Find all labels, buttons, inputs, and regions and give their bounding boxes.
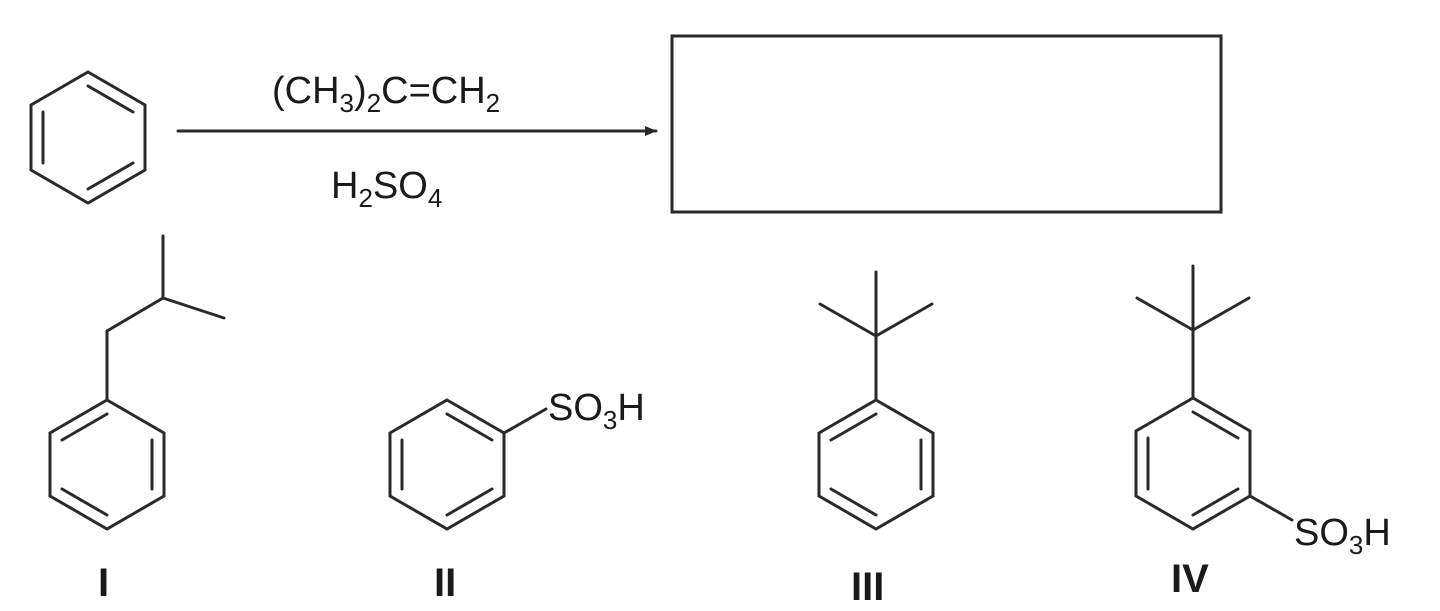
reagent-below-arrow: H2SO4 [331,165,442,213]
reagent-above-arrow: (CH3)2C=CH2 [272,70,500,118]
structure-III-tert-butylbenzene [817,270,935,531]
label-IV: IV [1171,557,1209,601]
product-answer-box[interactable] [670,34,1223,214]
label-II: II [434,561,456,605]
structure-I-isobutylbenzene [48,234,226,531]
so3h-group-II: SO3H [548,387,645,435]
label-I: I [98,561,109,605]
structure-IV-tert-butyl-benzenesulfonic-acid [1134,264,1294,531]
label-III: III [851,565,884,609]
so3h-group-IV: SO3H [1294,512,1391,560]
benzene-reactant [29,70,147,205]
structure-II-benzenesulfonic-acid [388,398,548,531]
